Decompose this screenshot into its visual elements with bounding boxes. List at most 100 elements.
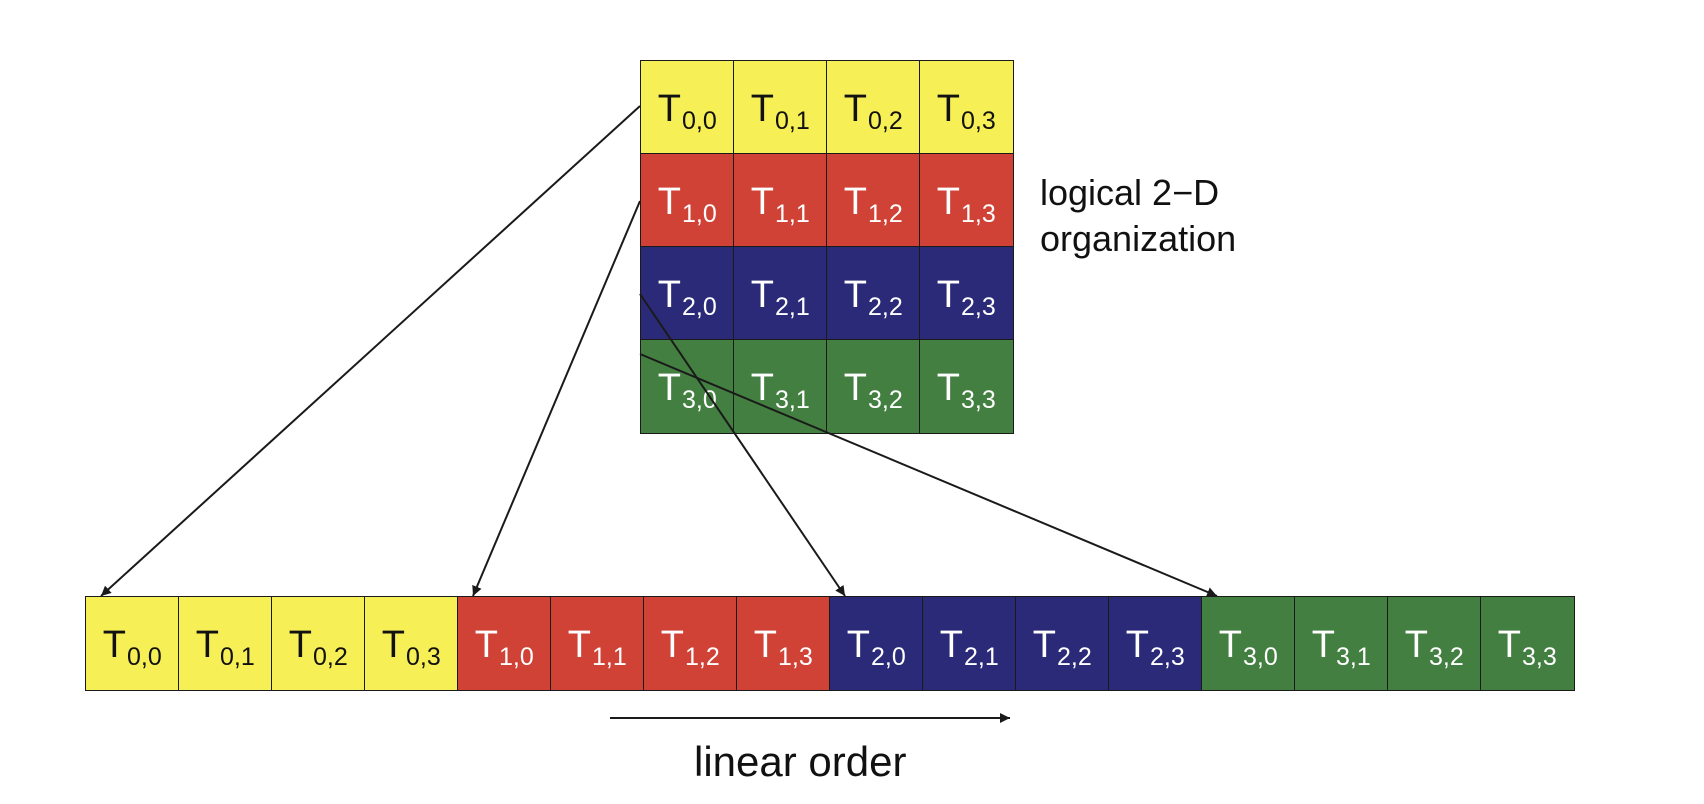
cell-label-subscript: 2,3	[1149, 642, 1185, 671]
cell-label-subscript: 3,1	[1335, 642, 1371, 671]
cell-label-base: T	[567, 624, 591, 667]
cell-label-subscript: 3,1	[774, 385, 810, 414]
cell-label-base: T	[750, 367, 774, 410]
cell-label-subscript: 0,0	[681, 106, 717, 135]
mapping-arrow-row-0	[100, 105, 641, 597]
cell-label-base: T	[1218, 624, 1242, 667]
logical-organization-label: logical 2−D organization	[1040, 172, 1237, 259]
cell-label-base: T	[288, 624, 312, 667]
cell-label-subscript: 2,2	[1056, 642, 1092, 671]
cell-label-base: T	[843, 367, 867, 410]
cell-label-base: T	[381, 624, 405, 667]
cell-label-base: T	[750, 274, 774, 317]
cell-label-base: T	[753, 624, 777, 667]
cell-label-subscript: 3,0	[1242, 642, 1278, 671]
cell-label-base: T	[660, 624, 684, 667]
cell-label-subscript: 0,2	[312, 642, 348, 671]
cell-label-base: T	[657, 88, 681, 131]
cell-label-base: T	[936, 181, 960, 224]
cell-label-base: T	[1311, 624, 1335, 667]
cell-label-base: T	[939, 624, 963, 667]
cell-label-subscript: 0,0	[126, 642, 162, 671]
cell-label-base: T	[843, 181, 867, 224]
cell-label-subscript: 1,2	[684, 642, 720, 671]
cell-label-base: T	[846, 624, 870, 667]
cell-label-subscript: 0,3	[405, 642, 441, 671]
cell-label-base: T	[936, 274, 960, 317]
cell-label-base: T	[936, 88, 960, 131]
cell-label-base: T	[657, 367, 681, 410]
cell-label-subscript: 3,2	[1428, 642, 1464, 671]
cell-label-base: T	[474, 624, 498, 667]
cell-label-base: T	[1125, 624, 1149, 667]
cell-label-base: T	[1497, 624, 1521, 667]
cell-label-subscript: 3,3	[1521, 642, 1557, 671]
cell-label-subscript: 1,3	[777, 642, 813, 671]
cell-label-subscript: 2,2	[867, 292, 903, 321]
cell-label-base: T	[195, 624, 219, 667]
cell-label-subscript: 2,1	[774, 292, 810, 321]
cell-label-subscript: 1,2	[867, 199, 903, 228]
cell-label-subscript: 0,2	[867, 106, 903, 135]
cell-label-subscript: 3,3	[960, 385, 996, 414]
cell-label-base: T	[843, 274, 867, 317]
cell-label-subscript: 0,3	[960, 106, 996, 135]
cell-label-base: T	[843, 88, 867, 131]
mapping-arrow-row-1	[472, 200, 641, 597]
cell-label-base: T	[1404, 624, 1428, 667]
cell-label-subscript: 1,1	[591, 642, 627, 671]
cell-label-subscript: 1,3	[960, 199, 996, 228]
cell-label-base: T	[657, 181, 681, 224]
cell-label-subscript: 1,0	[498, 642, 534, 671]
cell-label-subscript: 0,1	[219, 642, 255, 671]
cell-label-base: T	[750, 88, 774, 131]
cell-label-base: T	[936, 367, 960, 410]
cell-label-base: T	[102, 624, 126, 667]
cell-label-subscript: 3,0	[681, 385, 717, 414]
cell-label-base: T	[750, 181, 774, 224]
linear-order-label: linear order	[694, 738, 907, 785]
cell-label-base: T	[657, 274, 681, 317]
cell-label-subscript: 1,0	[681, 199, 717, 228]
cell-label-subscript: 3,2	[867, 385, 903, 414]
cell-label-subscript: 0,1	[774, 106, 810, 135]
cell-label-subscript: 2,0	[870, 642, 906, 671]
cell-label-subscript: 2,3	[960, 292, 996, 321]
cell-label-base: T	[1032, 624, 1056, 667]
cell-label-subscript: 2,1	[963, 642, 999, 671]
cell-label-subscript: 1,1	[774, 199, 810, 228]
cell-label-subscript: 2,0	[681, 292, 717, 321]
